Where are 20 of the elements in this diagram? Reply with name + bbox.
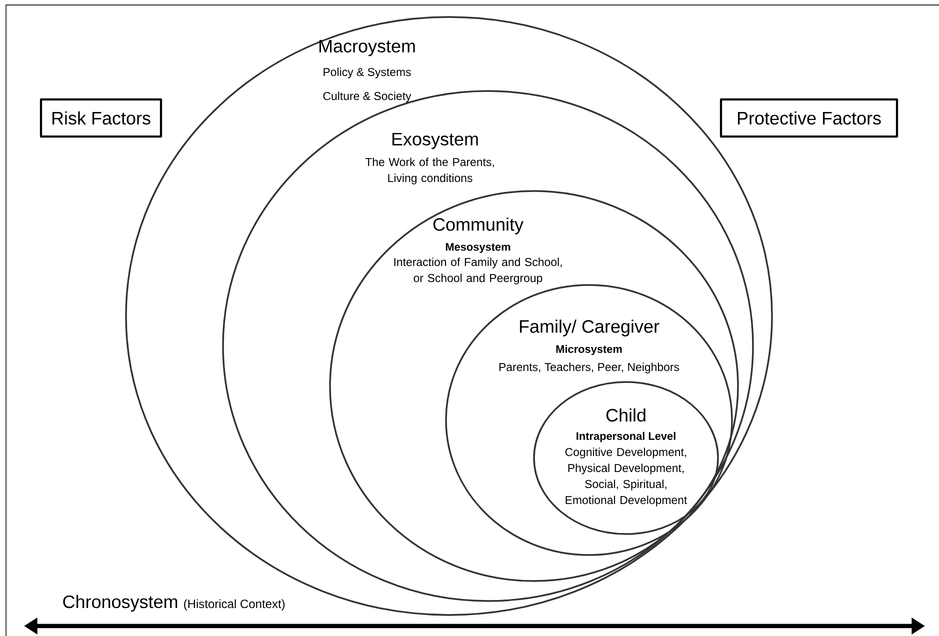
- system-description: Interaction of Family and School, or School and Peergroup: [394, 258, 562, 284]
- system-description: Parents, Teachers, Peer, Neighbors: [499, 362, 680, 374]
- system-title: Exosystem: [392, 132, 478, 150]
- system-description: The Work of the Parents, Living conditions: [365, 158, 494, 184]
- system-title: Child: [606, 408, 646, 422]
- system-ellipse: [445, 284, 733, 556]
- system-ellipse: [533, 381, 719, 535]
- system-title: Family/ Caregiver: [520, 320, 660, 336]
- system-description: Policy & Systems: [324, 68, 411, 78]
- system-title: Community: [433, 218, 524, 234]
- factor-box: Protective Factors: [720, 98, 898, 138]
- system-description: Cognitive Development, Physical Development, Social, Spiritual, Emotional Development: [565, 448, 688, 506]
- level-heading: Microsystem: [556, 344, 622, 356]
- system-title: Macroystem: [319, 40, 415, 56]
- level-heading: Intrapersonal Level: [576, 432, 676, 442]
- factor-box: Risk Factors: [40, 98, 162, 138]
- chronosystem-label: Chronosystem (Historical Context): [63, 594, 285, 612]
- system-description: Culture & Society: [323, 92, 412, 102]
- system-ellipse: [329, 190, 739, 582]
- level-heading: Mesosystem: [446, 243, 510, 253]
